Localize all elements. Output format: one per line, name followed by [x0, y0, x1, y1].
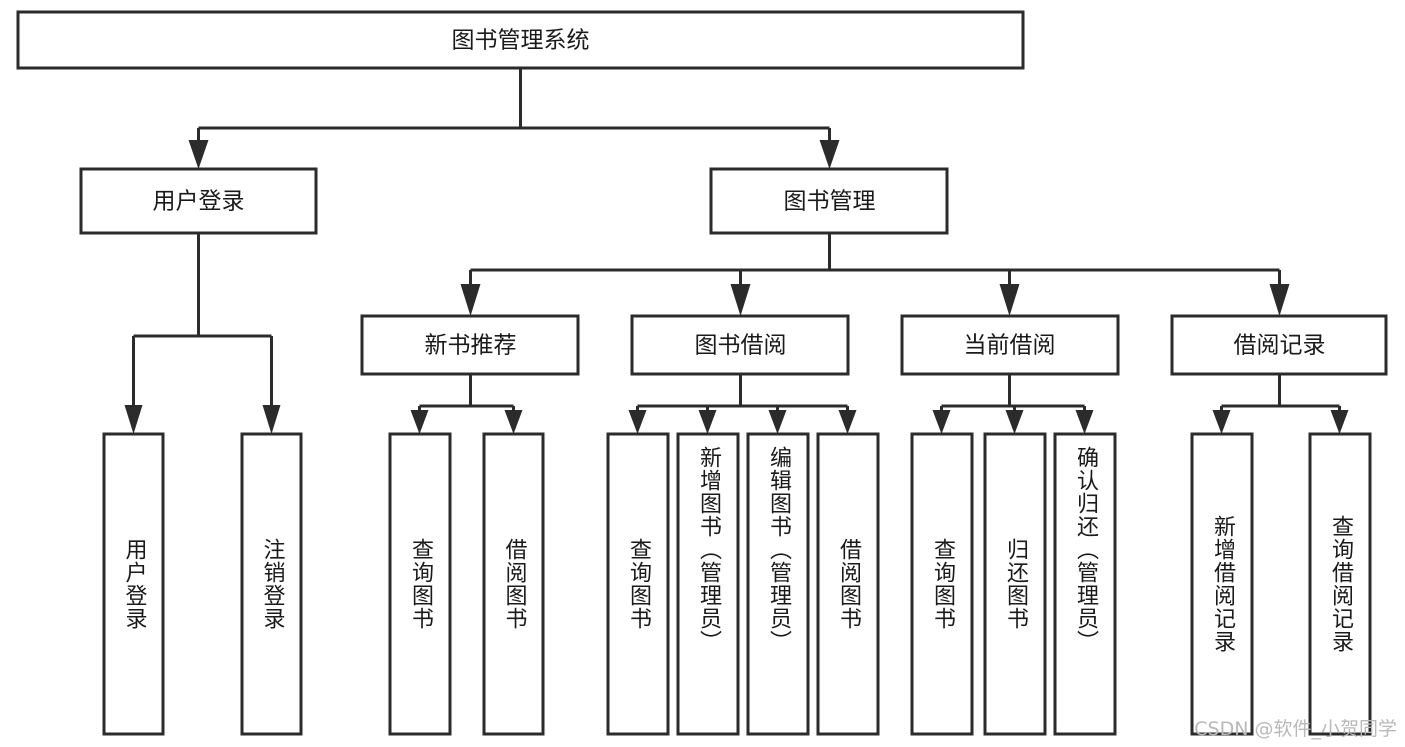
arrowhead-new-book-recommend	[460, 284, 481, 316]
node-book-management[interactable]: 图书管理	[709, 167, 949, 235]
connector-group-user-login-to-leaves	[124, 233, 281, 434]
node-book-borrow-box[interactable]	[630, 314, 850, 376]
node-borrow-record-box[interactable]	[1170, 314, 1388, 376]
node-new-book-recommend[interactable]: 新书推荐	[360, 314, 580, 376]
arrowhead-leaf-query-borrow-record	[1330, 410, 1349, 434]
node-current-borrow-label: 当前借阅	[964, 333, 1056, 359]
node-current-borrow-box[interactable]	[900, 314, 1120, 376]
arrowhead-leaf-user-login	[124, 405, 143, 434]
connector-group-new-book-recommend-to-leaves	[410, 374, 523, 434]
arrowhead-leaf-borrow-book-recommend	[504, 410, 523, 434]
arrowhead-book-management	[819, 140, 840, 169]
node-leaf-confirm-return-admin-box[interactable]	[1053, 432, 1117, 736]
node-user-login[interactable]: 用户登录	[79, 167, 318, 235]
node-leaf-query-book-recommend-box[interactable]	[388, 432, 452, 736]
node-leaf-add-borrow-record-box[interactable]	[1190, 432, 1254, 736]
node-new-book-recommend-box[interactable]	[360, 314, 580, 376]
node-current-borrow[interactable]: 当前借阅	[900, 314, 1120, 376]
node-leaf-edit-book-admin-box[interactable]	[746, 432, 810, 736]
node-leaf-user-login-box[interactable]	[102, 432, 165, 736]
node-leaf-borrow-book-box[interactable]	[816, 432, 880, 736]
node-borrow-record-label: 借阅记录	[1234, 333, 1326, 359]
node-book-management-box[interactable]	[709, 167, 949, 235]
arrowhead-leaf-confirm-return-admin	[1075, 410, 1094, 434]
connector-group-root-to-level2	[188, 68, 840, 169]
arrowhead-current-borrow	[999, 284, 1020, 316]
arrowhead-leaf-return-book	[1005, 410, 1024, 434]
node-new-book-recommend-label: 新书推荐	[425, 333, 517, 359]
node-leaf-return-book-box[interactable]	[983, 432, 1047, 736]
arrowhead-leaf-edit-book-admin	[768, 410, 787, 434]
arrowhead-leaf-query-book-recommend	[410, 410, 429, 434]
arrowhead-leaf-query-book-borrow	[628, 410, 647, 434]
arrowhead-borrow-record	[1269, 284, 1290, 316]
connector-group-book-borrow-to-leaves	[628, 374, 857, 434]
arrowhead-user-login	[188, 140, 209, 169]
node-user-login-box[interactable]	[79, 167, 318, 235]
node-leaf-borrow-book-recommend-box[interactable]	[482, 432, 545, 736]
node-root-box[interactable]	[16, 10, 1025, 70]
node-borrow-record[interactable]: 借阅记录	[1170, 314, 1388, 376]
node-leaf-query-book-current-box[interactable]	[910, 432, 974, 736]
node-root-label: 图书管理系统	[452, 28, 590, 54]
connector-group-borrow-record-to-leaves	[1212, 374, 1349, 434]
node-root[interactable]: 图书管理系统	[16, 10, 1025, 70]
arrowhead-leaf-logout	[262, 405, 281, 434]
node-leaf-query-borrow-record-box[interactable]	[1308, 432, 1372, 736]
arrowhead-leaf-add-borrow-record	[1212, 410, 1231, 434]
arrowhead-book-borrow	[730, 284, 751, 316]
node-user-login-label: 用户登录	[153, 189, 245, 215]
arrowhead-leaf-add-book-admin	[698, 410, 717, 434]
arrowhead-leaf-query-book-current	[932, 410, 951, 434]
connector-group-current-borrow-to-leaves	[932, 374, 1094, 434]
node-leaf-query-book-borrow-box[interactable]	[606, 432, 670, 736]
connector-group-book-management-to-level3	[460, 233, 1290, 316]
node-book-borrow[interactable]: 图书借阅	[630, 314, 850, 376]
node-leaf-add-book-admin-box[interactable]	[676, 432, 740, 736]
node-leaf-logout-box[interactable]	[240, 432, 303, 736]
csdn-watermark: CSDN @软件_小贺同学	[1194, 718, 1397, 740]
node-book-management-label: 图书管理	[784, 189, 876, 215]
node-book-borrow-label: 图书借阅	[695, 333, 787, 359]
arrowhead-leaf-borrow-book	[838, 410, 857, 434]
